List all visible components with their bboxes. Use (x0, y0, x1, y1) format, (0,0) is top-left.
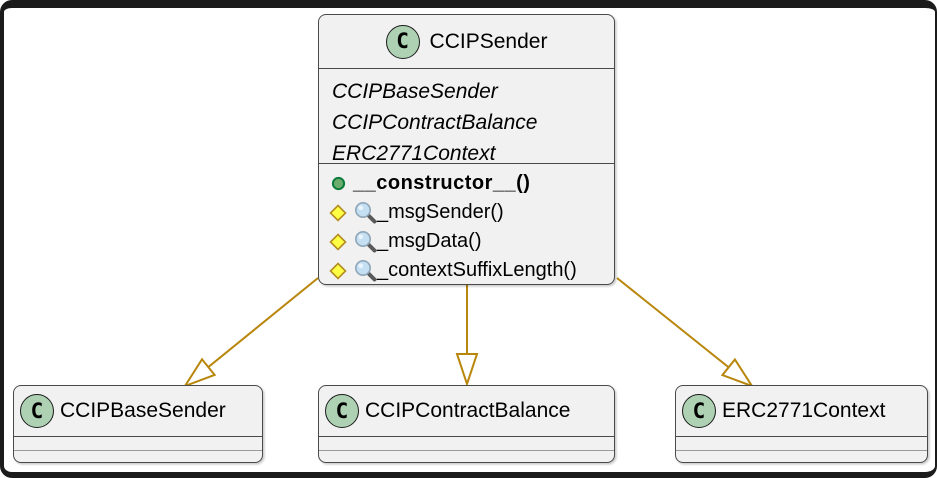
compartment-divider (319, 68, 614, 69)
arrowhead-ccipcontractbalance (455, 353, 479, 388)
class-c-icon: C (20, 394, 54, 428)
empty-methods-compartment (319, 451, 614, 462)
magnifier-icon (353, 229, 378, 254)
method-label: __constructor__() (353, 172, 531, 194)
magnifier-icon (353, 258, 378, 283)
class-ccipbasesender: C CCIPBaseSender (13, 385, 263, 463)
empty-methods-compartment (676, 451, 927, 462)
compartment-divider (676, 436, 927, 437)
empty-fields-compartment (319, 437, 614, 450)
empty-fields-compartment (14, 437, 262, 450)
inherited-class-name: CCIPBaseSender (332, 80, 498, 103)
class-ccipcontractbalance-header: C CCIPContractBalance (319, 386, 614, 436)
class-title: CCIPBaseSender (60, 399, 226, 422)
class-erc2771context-header: C ERC2771Context (676, 386, 927, 436)
class-title: CCIPContractBalance (365, 399, 571, 422)
method-label: _contextSuffixLength() (377, 259, 577, 281)
compartment-divider (319, 436, 614, 437)
class-erc2771context: C ERC2771Context (675, 385, 928, 463)
inherited-classes-list: CCIPBaseSender CCIPContractBalance ERC27… (319, 69, 614, 165)
compartment-divider (319, 163, 614, 164)
class-c-icon: C (385, 24, 420, 59)
method-label: _msgData() (377, 230, 482, 252)
class-title: CCIPSender (429, 29, 548, 53)
method-row: __constructor__() (328, 169, 605, 198)
empty-fields-compartment (676, 437, 927, 450)
methods-list: __constructor__() _msgSender() (319, 164, 614, 284)
compartment-divider (14, 436, 262, 437)
class-c-icon: C (325, 394, 359, 428)
magnifier-icon (353, 200, 378, 225)
protected-method-diamond-icon (328, 232, 348, 251)
class-c-icon: C (682, 394, 716, 428)
inherited-class-name: CCIPContractBalance (332, 111, 538, 134)
compartment-divider (319, 450, 614, 451)
public-method-icon (328, 176, 348, 191)
compartment-divider (14, 450, 262, 451)
method-row: _msgSender() (328, 198, 605, 227)
method-row: _contextSuffixLength() (328, 256, 605, 284)
class-ccipsender: C CCIPSender CCIPBaseSender CCIPContract… (318, 14, 615, 285)
empty-methods-compartment (14, 451, 262, 462)
inheritance-arrows (182, 277, 755, 388)
method-label: _msgSender() (377, 201, 504, 223)
arrowhead-ccipbasesender (182, 357, 217, 388)
class-ccipsender-header: C CCIPSender (319, 15, 614, 68)
class-title: ERC2771Context (722, 399, 886, 422)
inherited-class-name: ERC2771Context (332, 142, 496, 165)
method-row: _msgData() (328, 227, 605, 256)
class-ccipcontractbalance: C CCIPContractBalance (318, 385, 615, 463)
protected-method-diamond-icon (328, 203, 348, 222)
arrowhead-erc2771context (720, 357, 755, 388)
protected-method-diamond-icon (328, 261, 348, 280)
compartment-divider (676, 450, 927, 451)
class-ccipbasesender-header: C CCIPBaseSender (14, 386, 262, 436)
